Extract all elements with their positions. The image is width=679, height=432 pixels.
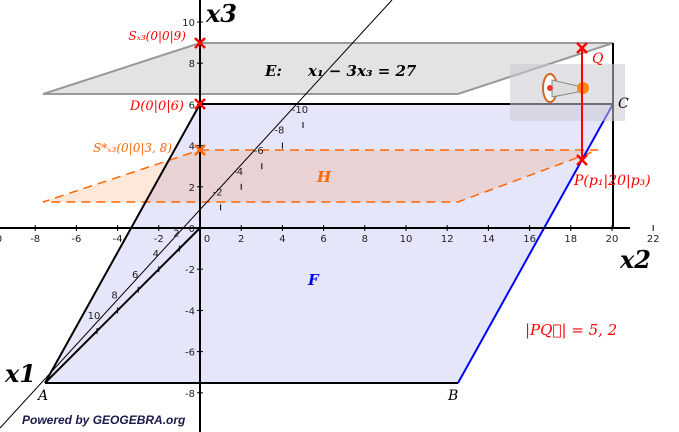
x3-tick-label: -8 (185, 389, 195, 400)
x2-tick-label: -4 (113, 234, 123, 245)
point-c-label: C (618, 96, 629, 112)
x3-axis-label: x3 (205, 0, 237, 28)
x3-tick-label: 0 (189, 224, 195, 235)
x1-axis (44, 227, 201, 384)
x2-tick-label: 20 (606, 234, 619, 245)
point-d-label: D(0|0|6) (129, 99, 184, 114)
point-b-label: B (447, 388, 458, 404)
point-p-marker[interactable] (576, 154, 588, 166)
x3-tick-label: -2 (185, 265, 195, 276)
x2-tick-label: -6 (71, 234, 81, 245)
point-markers (194, 37, 588, 166)
x3-tick-label: 2 (189, 183, 195, 194)
x2-tick-label: 8 (362, 234, 368, 245)
x2-axis-label: x2 (619, 245, 651, 274)
point-sstar-marker[interactable] (194, 144, 206, 156)
x2-tick-label: -2 (154, 234, 164, 245)
x1-tick-label: 4 (153, 249, 159, 260)
x1-tick-label: 2 (173, 229, 179, 240)
x2-tick-label: 0 (204, 234, 210, 245)
plane-e-equation: x₁ − 3x₃ = 27 (307, 62, 417, 80)
x3-tick-label: -4 (185, 306, 195, 317)
x1-tick-label: -6 (254, 146, 264, 157)
x1-axis-label: x1 (4, 359, 36, 388)
x2-tick-label: -8 (30, 234, 40, 245)
x2-tick-label: 12 (441, 234, 454, 245)
x1-tick-label: -2 (213, 187, 223, 198)
x3-tick-label: 6 (189, 100, 195, 111)
plane-f-label: F (307, 271, 320, 289)
point-d-marker[interactable] (194, 98, 206, 110)
distance-label: |PQ⃗| = 5, 2 (525, 321, 617, 339)
x1-tick-label: -8 (274, 126, 284, 137)
megaphone-icon[interactable] (510, 64, 625, 121)
edge-ad (44, 103, 201, 384)
x1-tick-label: 8 (111, 290, 117, 301)
x3-tick-label: 10 (182, 18, 195, 29)
plane-h-label: H (316, 168, 332, 186)
plane-e-label: E: (264, 62, 282, 80)
geogebra-footer[interactable]: Powered by GEOGEBRA.org (22, 413, 186, 427)
x2-tick-label: 2 (238, 234, 244, 245)
edge-cb (457, 103, 614, 384)
x2-tick-label: 10 (400, 234, 413, 245)
x1-tick-label: 10 (88, 311, 101, 322)
x1-tick-label: -4 (233, 167, 243, 178)
point-sstar-label: S*ₓ₃(0|0|3, 8) (93, 141, 172, 155)
plane-e (42, 42, 614, 95)
point-q-label: Q (592, 51, 604, 67)
x2-tick-label: 18 (564, 234, 577, 245)
tick-labels: -10-8-6-4-202468101214161820221086420-2-… (0, 18, 660, 400)
x2-tick-label: 6 (320, 234, 326, 245)
x2-tick-label: 14 (482, 234, 495, 245)
x1-axis-thin (0, 0, 393, 429)
point-sx3-label: Sₓ₃(0|0|9) (128, 29, 186, 43)
plane-f (45, 104, 613, 383)
point-p-label: P(p₁|20|p₃) (573, 173, 651, 189)
x2-tick-label: 4 (279, 234, 285, 245)
x2-tick-label: -10 (0, 234, 2, 245)
x2-tick-label: 22 (647, 234, 660, 245)
point-q-marker[interactable] (576, 42, 588, 54)
point-sx3-marker[interactable] (194, 37, 206, 49)
x2-tick-label: 16 (523, 234, 536, 245)
point-a-label: A (36, 388, 48, 404)
x3-tick-label: 8 (189, 59, 195, 70)
x3-tick-label: -6 (185, 348, 195, 359)
x3-tick-label: 4 (189, 142, 195, 153)
x1-tick-label: 6 (132, 270, 138, 281)
x1-tick-label: -10 (292, 105, 308, 116)
plane-h (42, 149, 599, 203)
